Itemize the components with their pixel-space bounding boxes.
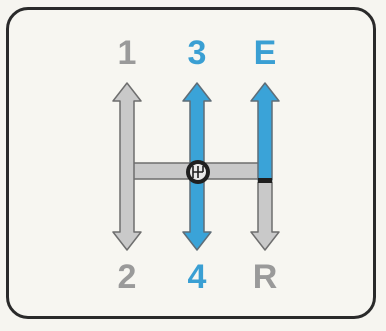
gear-label-r: R xyxy=(252,258,278,296)
arrow-r-icon xyxy=(250,181,280,251)
gear-label-e: E xyxy=(253,34,277,72)
gear-label-1: 1 xyxy=(117,34,137,72)
gear-label-3: 3 xyxy=(187,34,207,72)
gear-knob-icon xyxy=(186,160,210,184)
gear-label-2: 2 xyxy=(117,258,137,296)
arrow-1-2-icon xyxy=(112,82,142,251)
reverse-gate-divider xyxy=(258,178,272,183)
gear-label-4: 4 xyxy=(187,258,207,296)
